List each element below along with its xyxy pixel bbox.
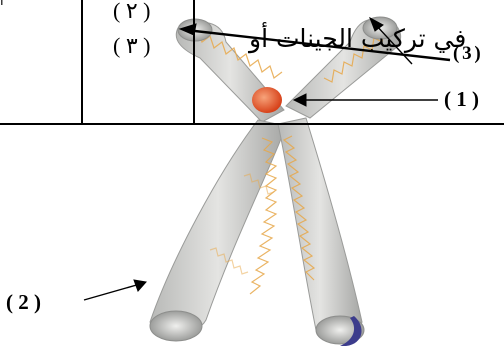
- option-2-label: ( ٢ ): [113, 0, 150, 24]
- label-3: ( 3 ): [453, 43, 480, 65]
- chromatid-lower-right: [278, 118, 362, 338]
- label-1: ( 1 ): [444, 87, 479, 112]
- table-corner-text: ا: [0, 0, 4, 9]
- chromatid-lower-left: [150, 120, 286, 334]
- centromere: [252, 87, 282, 113]
- telomere-cap-lower-left: [150, 311, 202, 341]
- label-2: ( 2 ): [6, 290, 41, 315]
- overlay-arabic-text: في تركيب الجينات أو: [249, 24, 466, 53]
- option-3-label: ( ٣ ): [113, 33, 150, 59]
- chromosome: [150, 17, 401, 346]
